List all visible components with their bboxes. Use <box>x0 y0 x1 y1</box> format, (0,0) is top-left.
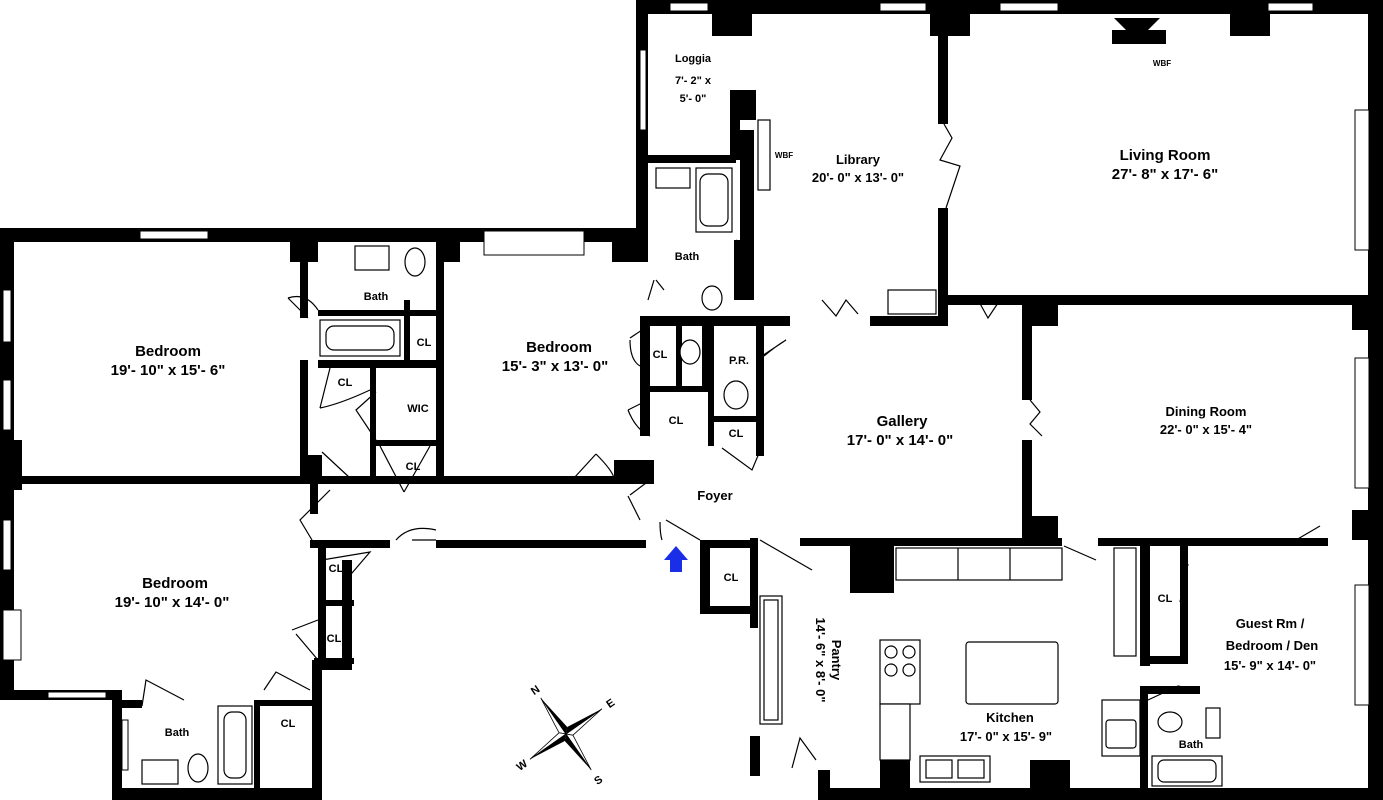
compass-rose: N S E W <box>515 683 618 788</box>
closet-label-2: CL <box>338 377 353 389</box>
closet-label-6: CL <box>729 428 744 440</box>
closet-label-7: CL <box>329 563 344 575</box>
closet-label-3: CL <box>406 461 421 473</box>
living-room-name: Living Room <box>1120 147 1211 164</box>
bedroom-2-dim: 15'- 3" x 13'- 0" <box>502 358 608 375</box>
library-name: Library <box>836 152 881 167</box>
bedroom-2-name: Bedroom <box>526 339 592 356</box>
dining-room-dim: 22'- 0" x 15'- 4" <box>1160 422 1252 437</box>
gallery-name: Gallery <box>877 413 929 430</box>
bath-label-2: Bath <box>675 251 700 263</box>
bedroom-3-dim: 19'- 10" x 14'- 0" <box>115 594 230 611</box>
bath-label-1: Bath <box>364 291 389 303</box>
loggia-name: Loggia <box>675 53 712 65</box>
compass-south: S <box>592 774 605 788</box>
foyer-name: Foyer <box>697 488 732 503</box>
living-room-dim: 27'- 8" x 17'- 6" <box>1112 166 1218 183</box>
compass-west: W <box>515 758 531 774</box>
closet-label-11: CL <box>1158 593 1173 605</box>
guest-room-line-2: Bedroom / Den <box>1226 638 1319 653</box>
closet-label-4: CL <box>653 349 668 361</box>
library-wbf-label: WBF <box>775 151 793 160</box>
living-room-wbf-label: WBF <box>1153 59 1171 68</box>
library-dim: 20'- 0" x 13'- 0" <box>812 170 904 185</box>
bedroom-1-name: Bedroom <box>135 343 201 360</box>
kitchen-dim: 17'- 0" x 15'- 9" <box>960 729 1052 744</box>
closet-label-8: CL <box>327 633 342 645</box>
closet-label-5: CL <box>669 415 684 427</box>
walk-in-closet-label: WIC <box>407 403 428 415</box>
bedroom-1-dim: 19'- 10" x 15'- 6" <box>111 362 226 379</box>
bath-label-4: Bath <box>1179 739 1204 751</box>
windows <box>2 2 1370 771</box>
room-labels: Loggia 7'- 2" x 5'- 0" Library 20'- 0" x… <box>111 53 1319 751</box>
compass-east: E <box>604 697 617 711</box>
kitchen-name: Kitchen <box>986 710 1034 725</box>
door-swings <box>141 123 1321 769</box>
entry-arrow <box>664 546 688 572</box>
closet-label-9: CL <box>281 718 296 730</box>
gallery-dim: 17'- 0" x 14'- 0" <box>847 432 953 449</box>
pantry-dim: 14'- 6" x 8'- 0" <box>813 618 828 703</box>
loggia-dim-1: 7'- 2" x <box>675 75 712 87</box>
powder-room-label: P.R. <box>729 355 749 367</box>
closet-label-10: CL <box>724 572 739 584</box>
bedroom-3-name: Bedroom <box>142 575 208 592</box>
guest-room-line-1: Guest Rm / <box>1236 616 1305 631</box>
compass-north: N <box>529 683 542 697</box>
closet-label-1: CL <box>417 337 432 349</box>
pantry-name: Pantry <box>829 640 844 681</box>
fixtures <box>141 18 1223 787</box>
bath-label-3: Bath <box>165 727 190 739</box>
interior-walls <box>14 14 1368 800</box>
guest-room-dim: 15'- 9" x 14'- 0" <box>1224 658 1316 673</box>
loggia-dim-2: 5'- 0" <box>680 93 707 105</box>
dining-room-name: Dining Room <box>1166 404 1247 419</box>
